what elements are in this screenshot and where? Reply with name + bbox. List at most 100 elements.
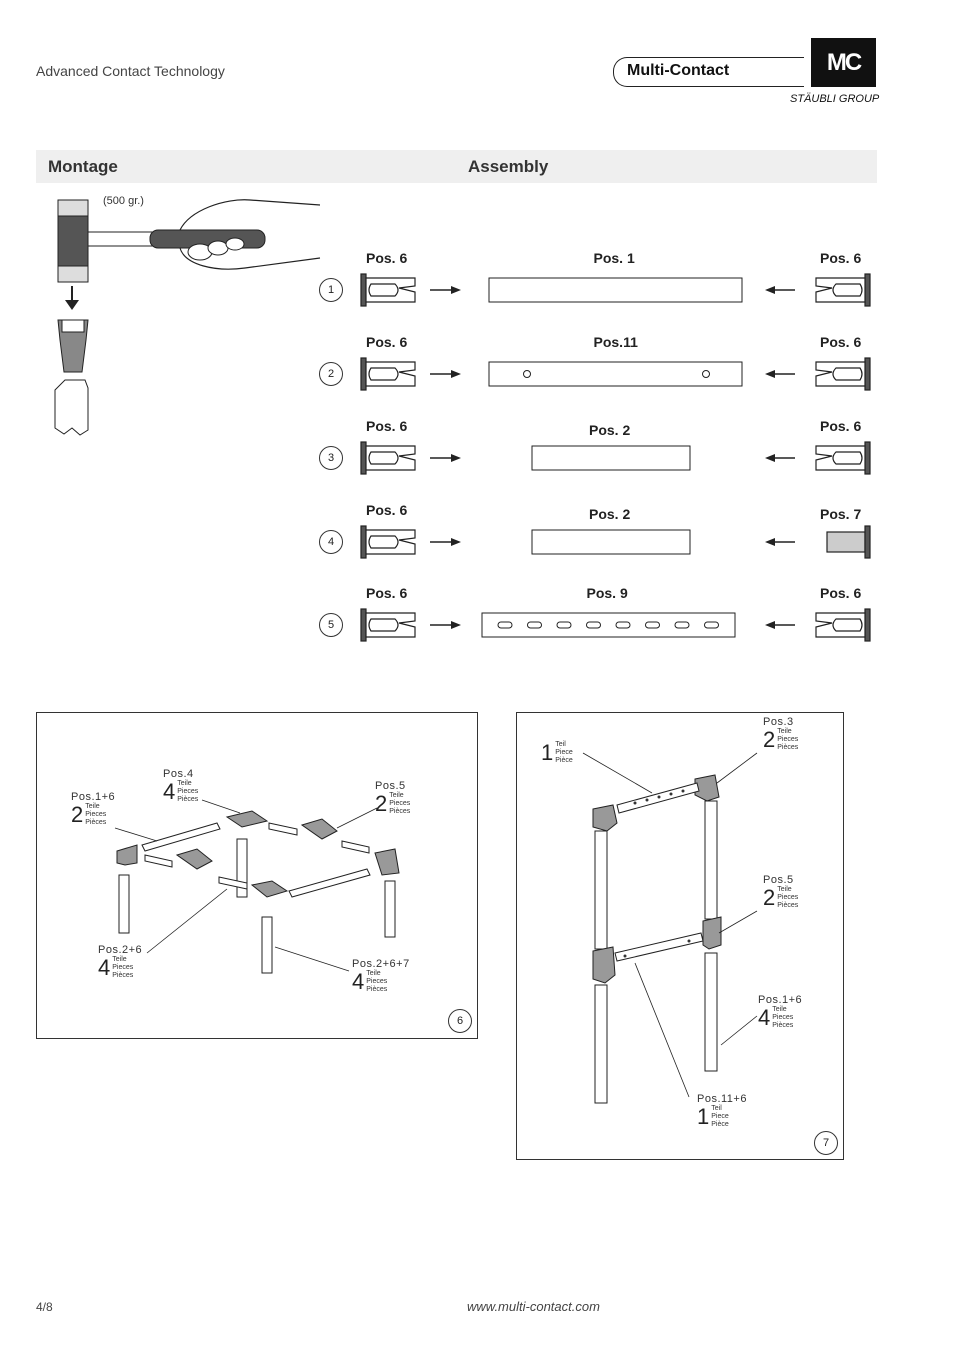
step-1-center-label: Pos. 1: [593, 250, 635, 266]
figure-6-callout-word: Pieces: [389, 800, 411, 807]
figure-7-callout-pos: Pos.1+6: [758, 994, 803, 1006]
figure-7-callout-word: Teile: [777, 728, 792, 735]
figure-6-callout-word: Teile: [85, 803, 100, 810]
step-3-drawing: [360, 441, 871, 475]
figure-6-callout-pos: Pos.5: [375, 780, 406, 792]
step-2-left-label: Pos. 6: [366, 334, 408, 350]
step-1-right-label: Pos. 6: [820, 250, 862, 266]
figure-7-callout-count: 4: [758, 1005, 771, 1030]
figure-6-callout-word: Teile: [366, 970, 381, 977]
figure-7-callout-word: Teil: [555, 741, 566, 748]
figure-7-callout-word: Pieces: [777, 736, 799, 743]
step-number: 1: [319, 278, 343, 302]
step-2-drawing: [360, 357, 871, 391]
mc-logo: MC: [811, 38, 876, 87]
step-2-center-label: Pos.11: [593, 334, 638, 350]
figure-7-callout-word: Piece: [711, 1113, 729, 1120]
figure-6-callout-count: 2: [71, 802, 84, 827]
figure-7-callout-word: Piece: [555, 749, 573, 756]
figure-7-callout-word: Pièces: [777, 902, 799, 909]
figure-6-callout-word: Pièces: [85, 819, 107, 826]
figure-7-callout-pos: Pos.3: [763, 716, 794, 728]
figure-number: 7: [814, 1131, 838, 1155]
step-number: 5: [319, 613, 343, 637]
step-4-drawing: [360, 525, 871, 559]
step-4-right-label: Pos. 7: [820, 506, 862, 522]
figure-6-drawing: [114, 799, 400, 974]
figure-7-callout-count: 2: [763, 885, 776, 910]
figure-7-callout-count: 1: [541, 740, 554, 765]
step-3-right-label: Pos. 6: [820, 418, 862, 434]
footer-url: www.multi-contact.com: [467, 1299, 600, 1314]
figure-7-callout-word: Pieces: [777, 894, 799, 901]
step-number: 3: [319, 446, 343, 470]
figure-6-callout-word: Pieces: [85, 811, 107, 818]
step-number: 2: [319, 362, 343, 386]
figure-number: 6: [448, 1009, 472, 1033]
figure-6-callout-count: 4: [98, 955, 111, 980]
tagline: Advanced Contact Technology: [36, 63, 225, 79]
figure-6-callout-pos: Pos.4: [163, 768, 194, 780]
figure-7-callout-word: Pièces: [772, 1022, 794, 1029]
step-5-left-label: Pos. 6: [366, 585, 408, 601]
figure-6-callout-count: 4: [163, 779, 176, 804]
figure-6-callout-pos: Pos.2+6: [98, 944, 143, 956]
page-number: 4/8: [36, 1300, 53, 1314]
section-title-montage: Montage: [48, 157, 118, 176]
step-2-right-label: Pos. 6: [820, 334, 862, 350]
step-1-left-label: Pos. 6: [366, 250, 408, 266]
figure-6-callout-word: Pièces: [389, 808, 411, 815]
figure-7-callout-word: Pièce: [711, 1121, 729, 1128]
figure-6-callout-pos: Pos.2+6+7: [352, 958, 410, 970]
figure-6-callout-word: Pieces: [366, 978, 388, 985]
figure-6-callout-word: Pièces: [366, 986, 388, 993]
step-3-center-label: Pos. 2: [589, 422, 631, 438]
step-3-left-label: Pos. 6: [366, 418, 408, 434]
figure-6-callout-word: Pièces: [112, 972, 134, 979]
step-4-center-label: Pos. 2: [589, 506, 631, 522]
figure-7-callout-word: Teile: [777, 886, 792, 893]
figure-6-callout-pos: Pos.1+6: [71, 791, 116, 803]
figure-7-callout-pos: Pos.11+6: [697, 1093, 747, 1105]
figure-7-callout-word: Pièce: [555, 757, 573, 764]
step-number: 4: [319, 530, 343, 554]
step-4-left-label: Pos. 6: [366, 502, 408, 518]
figure-7-callout-word: Pièces: [777, 744, 799, 751]
figure-6-callout-word: Teile: [112, 956, 127, 963]
step-5-right-label: Pos. 6: [820, 585, 862, 601]
step-5-drawing: [360, 608, 871, 642]
section-band: [36, 150, 877, 183]
step-5-center-label: Pos. 9: [586, 585, 628, 601]
hammer-illustration: [54, 199, 321, 436]
figure-6-callout-word: Teile: [177, 780, 192, 787]
section-title-assembly: Assembly: [468, 157, 549, 176]
figure-6-callout-count: 2: [375, 791, 388, 816]
figure-7-callout-count: 2: [763, 727, 776, 752]
figure-7-callout-word: Pieces: [772, 1014, 794, 1021]
brand-name: Multi-Contact: [627, 62, 730, 79]
figure-6-callout-word: Pièces: [177, 796, 199, 803]
hammer-weight-label: (500 gr.): [103, 195, 144, 207]
figure-6-callout-count: 4: [352, 969, 365, 994]
group-name: STÄUBLI GROUP: [790, 93, 880, 105]
figure-7-callout-word: Teil: [711, 1105, 722, 1112]
figure-6-frame: [36, 712, 478, 1039]
figure-7-callout-pos: Pos.5: [763, 874, 794, 886]
figure-6-callout-word: Pieces: [112, 964, 134, 971]
figure-6-callout-word: Teile: [389, 792, 404, 799]
